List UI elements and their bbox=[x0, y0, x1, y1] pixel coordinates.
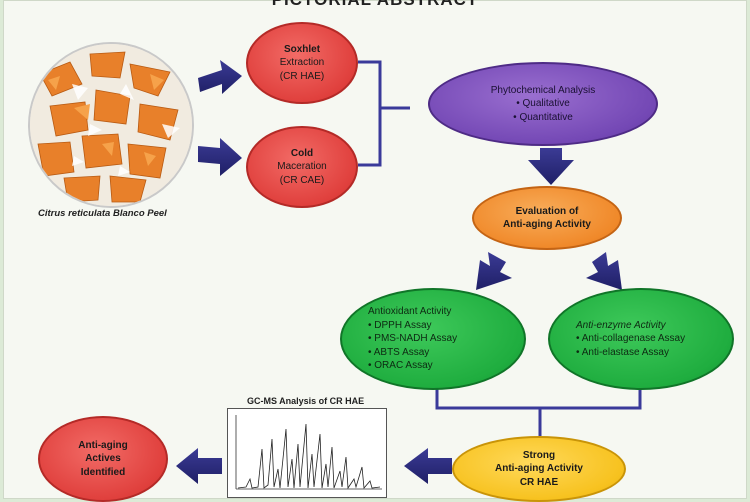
antienzyme-activity-node: Anti-enzyme Activity • Anti-collagenase … bbox=[548, 288, 734, 390]
arrow-to-antioxidant bbox=[476, 252, 512, 290]
gcms-title: GC-MS Analysis of CR HAE bbox=[247, 396, 365, 406]
cold-line1: Cold bbox=[290, 147, 314, 159]
page-title: PICTORIAL ABSTRACT bbox=[0, 0, 750, 10]
cold-line2: Maceration bbox=[277, 161, 327, 173]
actives-line2: Actives bbox=[85, 453, 121, 465]
strong-line2: Anti-aging Activity bbox=[495, 463, 583, 475]
strong-line1: Strong bbox=[522, 449, 556, 461]
extraction-bracket bbox=[358, 60, 382, 167]
actives-line1: Anti-aging bbox=[78, 439, 128, 451]
soxhlet-extraction-node: Soxhlet Extraction (CR HAE) bbox=[246, 22, 358, 104]
arrow-to-evaluation bbox=[528, 148, 574, 185]
actives-line3: Identified bbox=[80, 466, 126, 478]
antioxidant-activity-node: Antioxidant Activity • DPPH Assay • PMS-… bbox=[340, 288, 526, 390]
antioxidant-item-abts: • ABTS Assay bbox=[368, 346, 430, 358]
phyto-item-qualitative: • Qualitative bbox=[516, 98, 570, 110]
citrus-peel-image bbox=[28, 42, 194, 208]
strong-line3: CR HAE bbox=[519, 476, 559, 488]
cold-maceration-node: Cold Maceration (CR CAE) bbox=[246, 126, 358, 208]
soxhlet-line2: Extraction bbox=[279, 57, 325, 69]
arrow-to-soxhlet bbox=[198, 60, 242, 94]
evaluation-line2: Anti-aging Activity bbox=[503, 219, 591, 230]
arrow-to-actives bbox=[176, 448, 222, 484]
evaluation-node: Evaluation of Anti-aging Activity bbox=[472, 186, 622, 250]
gcms-chromatogram bbox=[227, 408, 387, 498]
actives-identified-node: Anti-aging Actives Identified bbox=[38, 416, 168, 502]
phyto-item-quantitative: • Quantitative bbox=[513, 111, 573, 123]
evaluation-line1: Evaluation of bbox=[515, 205, 579, 217]
peel-caption: Citrus reticulata Blanco Peel bbox=[38, 208, 167, 219]
antioxidant-item-orac: • ORAC Assay bbox=[368, 360, 433, 372]
peel-illustration bbox=[30, 44, 192, 206]
antienzyme-item-elastase: • Anti-elastase Assay bbox=[576, 346, 669, 358]
soxhlet-line1: Soxhlet bbox=[283, 43, 321, 55]
antienzyme-title: Anti-enzyme Activity bbox=[576, 319, 666, 331]
arrow-to-antienzyme bbox=[586, 252, 622, 290]
strong-antiaging-node: Strong Anti-aging Activity CR HAE bbox=[452, 436, 626, 502]
phyto-title: Phytochemical Analysis bbox=[490, 84, 596, 96]
soxhlet-line3: (CR HAE) bbox=[279, 70, 325, 82]
arrow-to-cold bbox=[198, 138, 242, 176]
cold-line3: (CR CAE) bbox=[279, 174, 325, 186]
antioxidant-item-dpph: • DPPH Assay bbox=[368, 319, 432, 331]
phytochemical-analysis-node: Phytochemical Analysis • Qualitative • Q… bbox=[428, 62, 658, 146]
chromatogram-plot bbox=[235, 415, 382, 490]
antienzyme-item-collagenase: • Anti-collagenase Assay bbox=[576, 333, 686, 345]
antioxidant-title: Antioxidant Activity bbox=[368, 306, 452, 318]
arrow-to-gcms bbox=[404, 448, 452, 484]
antioxidant-item-pms: • PMS-NADH Assay bbox=[368, 333, 458, 345]
activity-bracket bbox=[435, 386, 642, 410]
